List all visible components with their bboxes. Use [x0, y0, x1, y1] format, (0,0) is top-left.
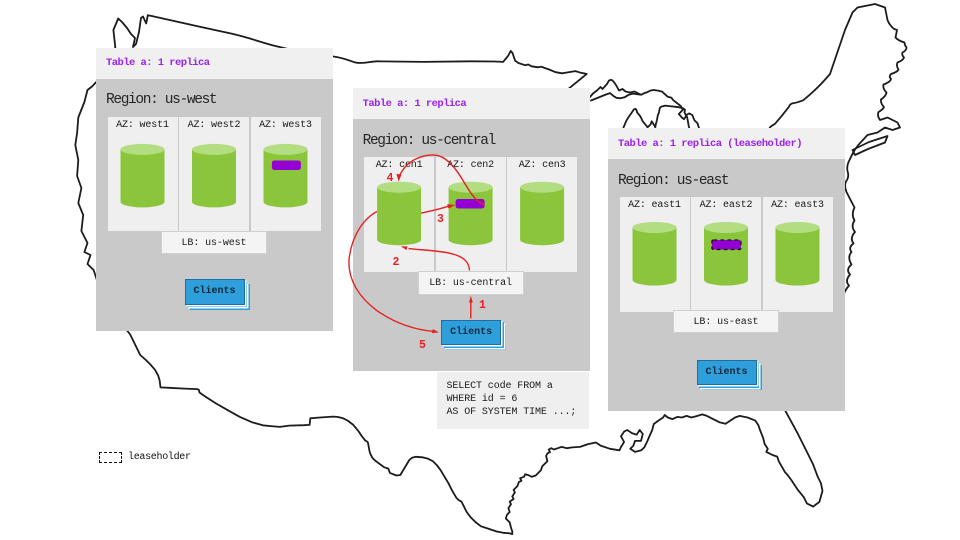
- svg-text:3: 3: [437, 213, 444, 226]
- svg-text:4: 4: [387, 172, 394, 185]
- svg-text:1: 1: [479, 299, 486, 312]
- svg-text:5: 5: [419, 339, 426, 352]
- svg-text:2: 2: [393, 256, 400, 269]
